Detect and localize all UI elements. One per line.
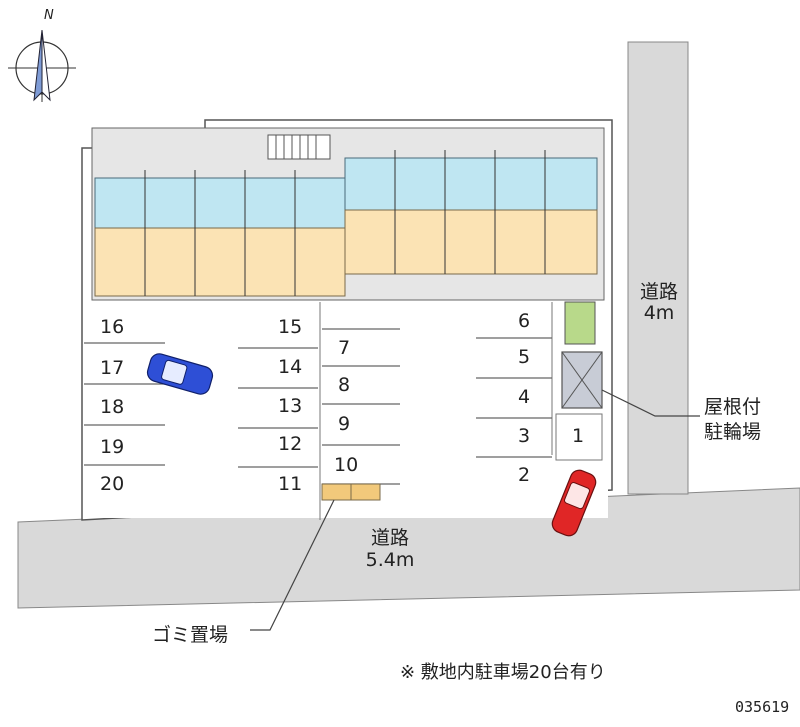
garden-strip xyxy=(564,301,596,345)
stall-12: 12 xyxy=(278,433,303,455)
stall-1-area xyxy=(555,413,603,461)
stall-19: 19 xyxy=(100,436,125,458)
stall-7: 7 xyxy=(338,337,351,359)
bike-parking-line1: 屋根付 xyxy=(704,396,762,418)
stall-5: 5 xyxy=(518,346,531,368)
stall-11: 11 xyxy=(278,473,303,495)
right-units xyxy=(344,150,598,275)
stall-9: 9 xyxy=(338,413,351,435)
south-road-name: 道路 xyxy=(370,527,409,549)
parking-note: ※ 敷地内駐車場20台有り xyxy=(400,662,606,683)
stairs xyxy=(267,134,331,160)
bike-leader-line xyxy=(601,389,700,417)
stall-16: 16 xyxy=(100,316,125,338)
red-car xyxy=(551,469,597,537)
stall-18: 18 xyxy=(100,396,125,418)
stall-2: 2 xyxy=(518,464,531,486)
bike-parking-line2: 駐輪場 xyxy=(704,421,762,443)
stall-13: 13 xyxy=(278,395,303,417)
stall-4: 4 xyxy=(518,386,531,408)
compass-north-arrow-icon xyxy=(8,29,76,102)
stall-10: 10 xyxy=(334,454,359,476)
stall-3: 3 xyxy=(518,425,531,447)
stall-6: 6 xyxy=(518,310,531,332)
left-units xyxy=(94,170,346,297)
stall-lines xyxy=(84,328,552,485)
north-label: N xyxy=(44,8,54,23)
garbage-label: ゴミ置場 xyxy=(152,624,229,646)
stall-8: 8 xyxy=(338,374,351,396)
stall-20: 20 xyxy=(100,473,125,495)
blue-car xyxy=(146,353,214,395)
east-road-width: 4m xyxy=(643,302,675,324)
stall-15: 15 xyxy=(278,316,303,338)
stall-14: 14 xyxy=(278,356,303,378)
garbage-leader-line xyxy=(250,499,335,631)
property-code: 035619 xyxy=(735,698,790,716)
stall-17: 17 xyxy=(100,357,125,379)
east-road-name: 道路 xyxy=(639,281,678,303)
stall-1: 1 xyxy=(572,425,585,447)
south-road-width: 5.4m xyxy=(365,549,415,571)
east-road xyxy=(627,41,689,495)
